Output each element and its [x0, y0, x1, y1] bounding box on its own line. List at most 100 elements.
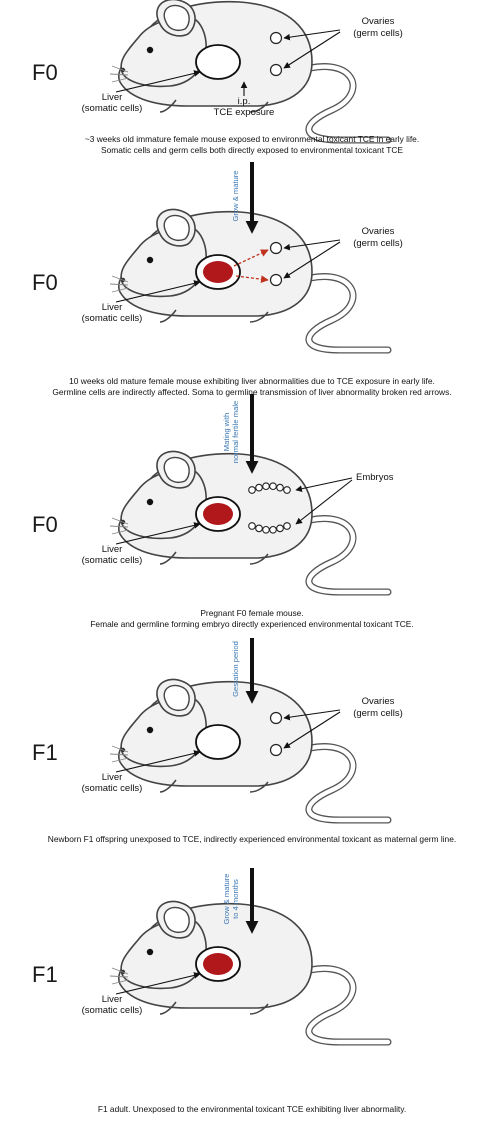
somatic-cells-label: (somatic cells) — [82, 313, 143, 324]
embryo — [262, 482, 270, 491]
caption-panel-3-line-2: Female and germline forming embryo direc… — [90, 619, 413, 629]
generation-label: F0 — [32, 512, 58, 537]
generation-label: F1 — [32, 962, 58, 987]
somatic-cells-label: (somatic cells) — [82, 103, 143, 114]
liver-pointer — [115, 280, 201, 303]
mouse-panel-2: Liver(somatic cells) Ovaries(germ cells) F… — [32, 208, 403, 354]
ovary-lower — [269, 273, 283, 287]
germ-cells-label: (germ cells) — [353, 708, 403, 719]
mouse-hind-leg — [249, 101, 269, 113]
mouse-panel-1: Liver(somatic cells) Ovaries(germ cells) i… — [32, 0, 403, 144]
step-label: Grow & mature — [231, 170, 240, 221]
mouse-hind-leg — [249, 1003, 269, 1015]
ovary-pointer-lower — [283, 241, 341, 279]
ovary-pointer-upper — [283, 239, 341, 251]
liver-label: Liver — [102, 994, 123, 1005]
embryo-pointer-upper — [295, 477, 353, 492]
liver-label: Liver — [102, 772, 123, 783]
step-label: Mating with — [222, 413, 231, 451]
step-label: normal fertile male — [231, 401, 240, 463]
soma-germline-arrow-upper — [233, 249, 269, 267]
somatic-cells-label: (somatic cells) — [82, 783, 143, 794]
generation-label: F0 — [32, 270, 58, 295]
ovaries-label: Ovaries — [362, 696, 395, 707]
mouse-hind-leg — [249, 553, 269, 565]
mouse-eye — [146, 498, 154, 506]
germ-cells-label: (germ cells) — [353, 28, 403, 39]
mouse-hind-leg — [249, 781, 269, 793]
caption-panel-5-line-1: F1 adult. Unexposed to the environmental… — [98, 1104, 406, 1114]
caption-panel-2-line-2: Germline cells are indirectly affected. … — [52, 387, 451, 397]
ovaries-label: Ovaries — [362, 16, 395, 27]
caption-panel-3-line-1: Pregnant F0 female mouse. — [200, 608, 303, 618]
mouse-hind-leg — [249, 311, 269, 323]
embryo — [276, 483, 284, 492]
mouse-eye — [146, 46, 154, 54]
mouse-front-leg — [159, 551, 177, 565]
embryo — [269, 482, 277, 491]
ovary-pointer-lower — [283, 31, 341, 69]
mouse-front-leg — [159, 1001, 177, 1015]
mouse-front-leg — [159, 309, 177, 323]
ovary-lower — [269, 63, 283, 77]
liver-label: Liver — [102, 544, 123, 555]
liver — [195, 44, 241, 80]
somatic-cells-label: (somatic cells) — [82, 555, 143, 566]
step-label: to 4 months — [231, 879, 240, 919]
liver-pointer — [115, 522, 201, 545]
somatic-cells-label: (somatic cells) — [82, 1005, 143, 1016]
caption-panel-1-line-2: Somatic cells and germ cells both direct… — [101, 145, 403, 155]
caption-panel-1-line-1: ~3 weeks old immature female mouse expos… — [85, 134, 419, 144]
liver-pointer — [115, 972, 201, 995]
ovary-lower — [269, 743, 283, 757]
mouse-front-leg — [159, 779, 177, 793]
embryo — [255, 483, 263, 492]
step-label: Gestation period — [231, 641, 240, 697]
ip-label: i.p. — [238, 96, 251, 107]
embryo — [262, 525, 270, 534]
soma-germline-arrow-lower — [235, 275, 269, 283]
embryo — [283, 486, 291, 494]
mouse-eye — [146, 726, 154, 734]
ovary-pointer-upper — [283, 29, 341, 41]
mouse-eye — [146, 948, 154, 956]
tce-exposure-label: TCE exposure — [214, 107, 275, 118]
abnormal-liver-tissue — [203, 261, 233, 283]
embryo — [269, 525, 277, 534]
germ-cells-label: (germ cells) — [353, 238, 403, 249]
ovary-upper — [269, 711, 283, 725]
ovary-pointer-upper — [283, 709, 341, 721]
mouse-panel-5: Liver(somatic cells) F1 — [32, 900, 392, 1046]
mouse-eye — [146, 256, 154, 264]
step-label: Grow & mature — [222, 873, 231, 924]
generation-label: F0 — [32, 60, 58, 85]
embryo — [248, 522, 256, 530]
embryo-pointer-lower — [295, 479, 353, 525]
mouse-panel-4: Liver(somatic cells) Ovaries(germ cells) F… — [32, 678, 403, 824]
embryo — [276, 524, 284, 533]
liver-label: Liver — [102, 302, 123, 313]
ovary-upper — [269, 31, 283, 45]
caption-panel-2-line-1: 10 weeks old mature female mouse exhibit… — [69, 376, 435, 386]
embryo — [283, 522, 291, 530]
abnormal-liver-tissue — [203, 503, 233, 525]
embryo — [248, 486, 256, 494]
liver-label: Liver — [102, 92, 123, 103]
ovaries-label: Ovaries — [362, 226, 395, 237]
step-3: Gestation period — [231, 638, 259, 704]
abnormal-liver-tissue — [203, 953, 233, 975]
embryos-label: Embryos — [356, 472, 394, 483]
liver-pointer — [115, 750, 201, 773]
ovary-pointer-lower — [283, 711, 341, 749]
embryo — [255, 524, 263, 533]
generation-label: F1 — [32, 740, 58, 765]
caption-panel-4-line-1: Newborn F1 offspring unexposed to TCE, i… — [48, 834, 456, 844]
step-1: Grow & mature — [231, 162, 259, 234]
mouse-front-leg — [159, 99, 177, 113]
liver — [195, 724, 241, 760]
ovary-upper — [269, 241, 283, 255]
